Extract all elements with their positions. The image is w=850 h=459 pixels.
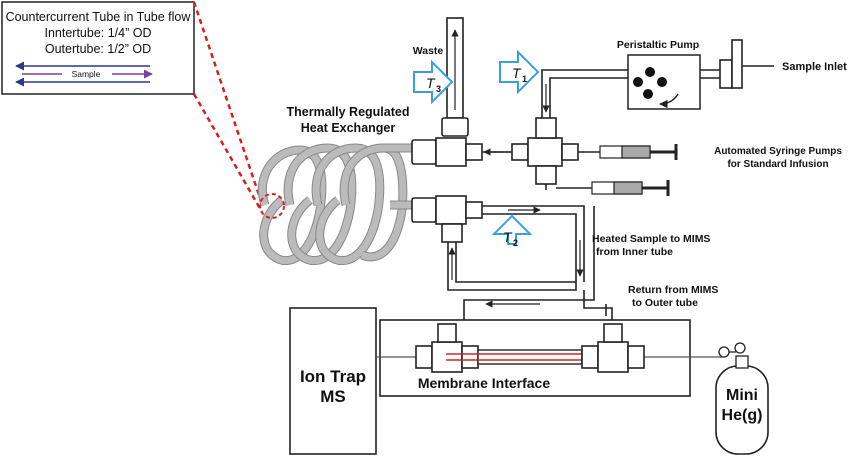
syringe-pump-top	[599, 144, 678, 160]
legend-box: Countercurrent Tube in Tube flow Inntert…	[1, 1, 195, 95]
t1-label: T	[512, 65, 522, 81]
sample-inlet-fitting	[719, 39, 774, 89]
heated-label-1: Heated Sample to MIMS	[592, 233, 710, 245]
return-label-2: to Outer tube	[632, 297, 698, 309]
zoom-circle	[259, 193, 285, 219]
heated-line-inner	[482, 213, 577, 282]
t3-label: T	[426, 75, 436, 91]
he-tank	[715, 342, 769, 455]
legend-inner-label: Inntertube: 1/4” OD	[44, 26, 151, 40]
legend-outer-label: Outertube: 1/2” OD	[45, 42, 151, 56]
he-label-2: He(g)	[722, 407, 763, 424]
t3-sub: 3	[436, 84, 441, 94]
t1-arrow: T 1	[499, 49, 540, 95]
lower-tee	[411, 195, 483, 243]
return-label-1: Return from MIMS	[628, 284, 718, 296]
sample-inlet-label: Sample Inlet	[782, 61, 847, 73]
zoom-line-top	[192, 1, 264, 205]
membrane-label: Membrane Interface	[418, 375, 550, 391]
he-label-1: Mini	[726, 387, 758, 404]
membrane-assembly	[415, 323, 645, 373]
waste-label: Waste	[413, 45, 444, 57]
legend-sample-label: Sample	[72, 69, 101, 79]
t3-arrow: T 3	[413, 59, 454, 105]
t2-sub: 2	[513, 238, 518, 248]
peristaltic-pump	[627, 54, 701, 110]
heat-exchanger-label-2: Heat Exchanger	[301, 121, 396, 135]
ion-trap-box	[289, 307, 377, 455]
top-tee-assembly	[411, 17, 512, 167]
t2-arrow: T 2	[491, 214, 533, 248]
t1-sub: 1	[522, 74, 527, 84]
syringe-label-2: for Standard Infusion	[727, 159, 828, 170]
heat-exchanger-label-1: Thermally Regulated	[287, 105, 410, 119]
heated-label-2: from Inner tube	[596, 246, 673, 258]
cross-fitting	[511, 117, 600, 185]
zoom-line-bottom	[192, 93, 264, 213]
syringe-pump-bottom	[591, 180, 670, 196]
heated-line-outer	[482, 205, 585, 282]
ion-trap-label-1: Ion Trap	[300, 367, 366, 386]
t2-label: T	[503, 229, 513, 245]
syringe-label-1: Automated Syringe Pumps	[714, 146, 842, 157]
ion-trap-label-2: MS	[320, 387, 346, 406]
peristaltic-pump-label: Peristaltic Pump	[617, 39, 699, 51]
heat-exchanger-coil	[257, 143, 412, 265]
legend-title: Countercurrent Tube in Tube flow	[6, 10, 192, 24]
